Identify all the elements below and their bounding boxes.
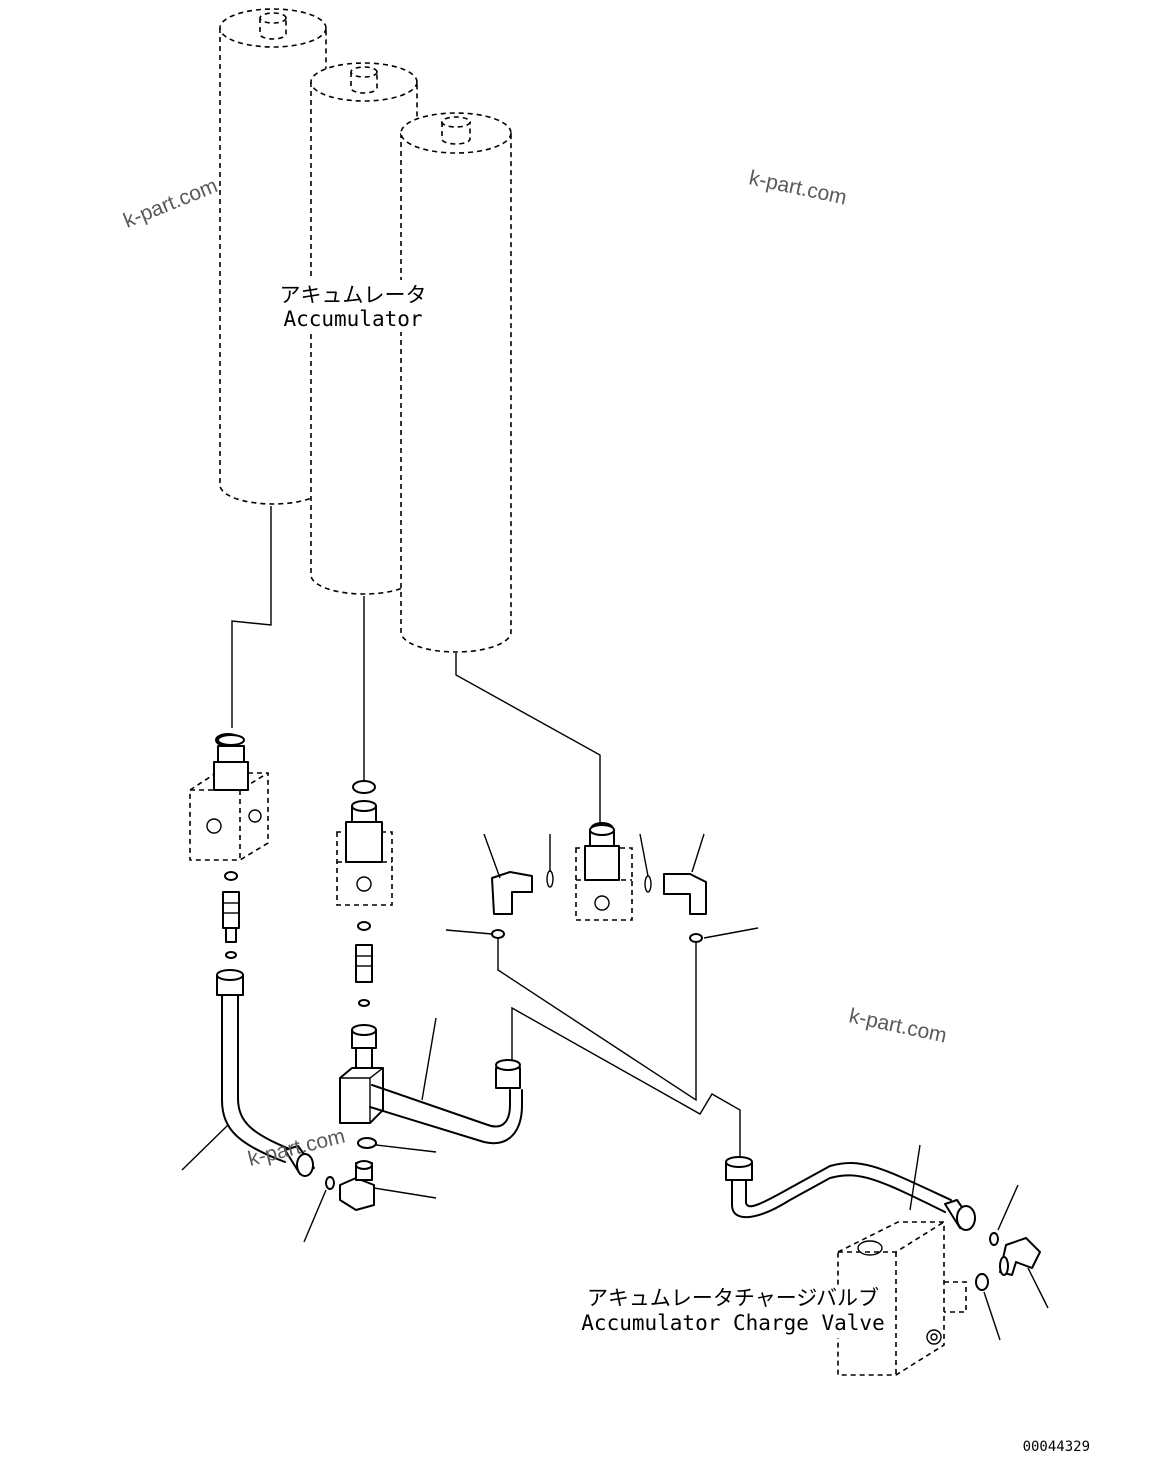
o-ring — [325, 1176, 335, 1190]
accumulator-2 — [310, 62, 418, 595]
accumulator-3 — [400, 112, 512, 653]
charge-valve-block — [837, 1221, 967, 1376]
watermark: k-part.com — [120, 174, 221, 232]
figure-code: 00044329 — [1023, 1439, 1090, 1455]
charge-valve-label-en: Accumulator Charge Valve — [581, 1311, 884, 1335]
o-ring — [352, 780, 376, 794]
leader-lines — [231, 506, 601, 828]
middle-stack — [336, 780, 523, 1211]
o-ring — [224, 871, 238, 881]
accumulator-label-jp: アキュムレータ — [280, 283, 427, 307]
connection-lines — [497, 938, 741, 1160]
callout-leaders — [181, 1017, 1049, 1341]
left-stack — [189, 733, 335, 1190]
charge-valve-label-jp: アキュムレータチャージバルブ — [587, 1286, 879, 1310]
o-ring — [357, 1137, 377, 1149]
watermark: k-part.com — [747, 166, 849, 209]
right-stack — [445, 822, 759, 943]
accumulator-1 — [219, 8, 327, 505]
o-ring — [357, 921, 371, 931]
accumulator-label-en: Accumulator — [283, 307, 422, 331]
charge-valve-hose — [725, 1156, 1041, 1291]
watermark: k-part.com — [847, 1004, 949, 1047]
o-ring — [225, 951, 237, 959]
accumulator-group — [219, 8, 512, 653]
o-ring — [358, 999, 370, 1007]
